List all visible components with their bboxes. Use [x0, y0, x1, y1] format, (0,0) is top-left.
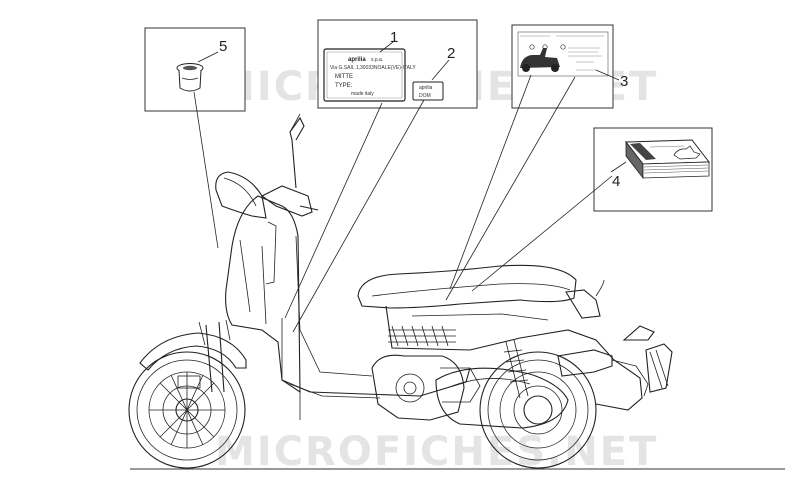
plate-1-line2: TYPE:: [335, 83, 353, 89]
plate-1-brand: aprilia: [348, 57, 366, 63]
plate-1-suffix: s.p.a.: [371, 57, 383, 63]
callout-4: 4: [612, 173, 620, 190]
scooter-drawing: [128, 113, 673, 469]
id-plate-icon: aprilia s.p.a. Via G.SAIL 1,30033NOALE(V…: [323, 48, 416, 102]
watermark-bottom: MICROFICHES.NET: [215, 429, 658, 475]
small-plate-icon: aprilia DOM: [412, 81, 444, 101]
callout-2: 2: [447, 45, 455, 62]
leader-lines: [193, 74, 613, 333]
plate-2-brand: aprilia: [419, 85, 433, 91]
plate-2-line: DOM: [419, 93, 431, 99]
owner-manual-icon: [625, 139, 710, 180]
warning-sticker-icon: [517, 31, 609, 77]
callout-1: 1: [390, 29, 398, 46]
rubber-cap-icon: [176, 63, 204, 92]
part-box-3[interactable]: 3: [511, 24, 628, 109]
plate-1-footer: made italy: [351, 91, 374, 97]
plate-1-line1: MITTE: [335, 74, 353, 80]
callout-3: 3: [620, 73, 628, 90]
part-box-1-2[interactable]: aprilia s.p.a. Via G.SAIL 1,30033NOALE(V…: [317, 19, 478, 109]
part-box-4[interactable]: 4: [593, 127, 713, 212]
callout-5: 5: [219, 38, 227, 55]
plate-1-address: Via G.SAIL 1,30033NOALE(VE)-ITALY: [330, 65, 416, 71]
